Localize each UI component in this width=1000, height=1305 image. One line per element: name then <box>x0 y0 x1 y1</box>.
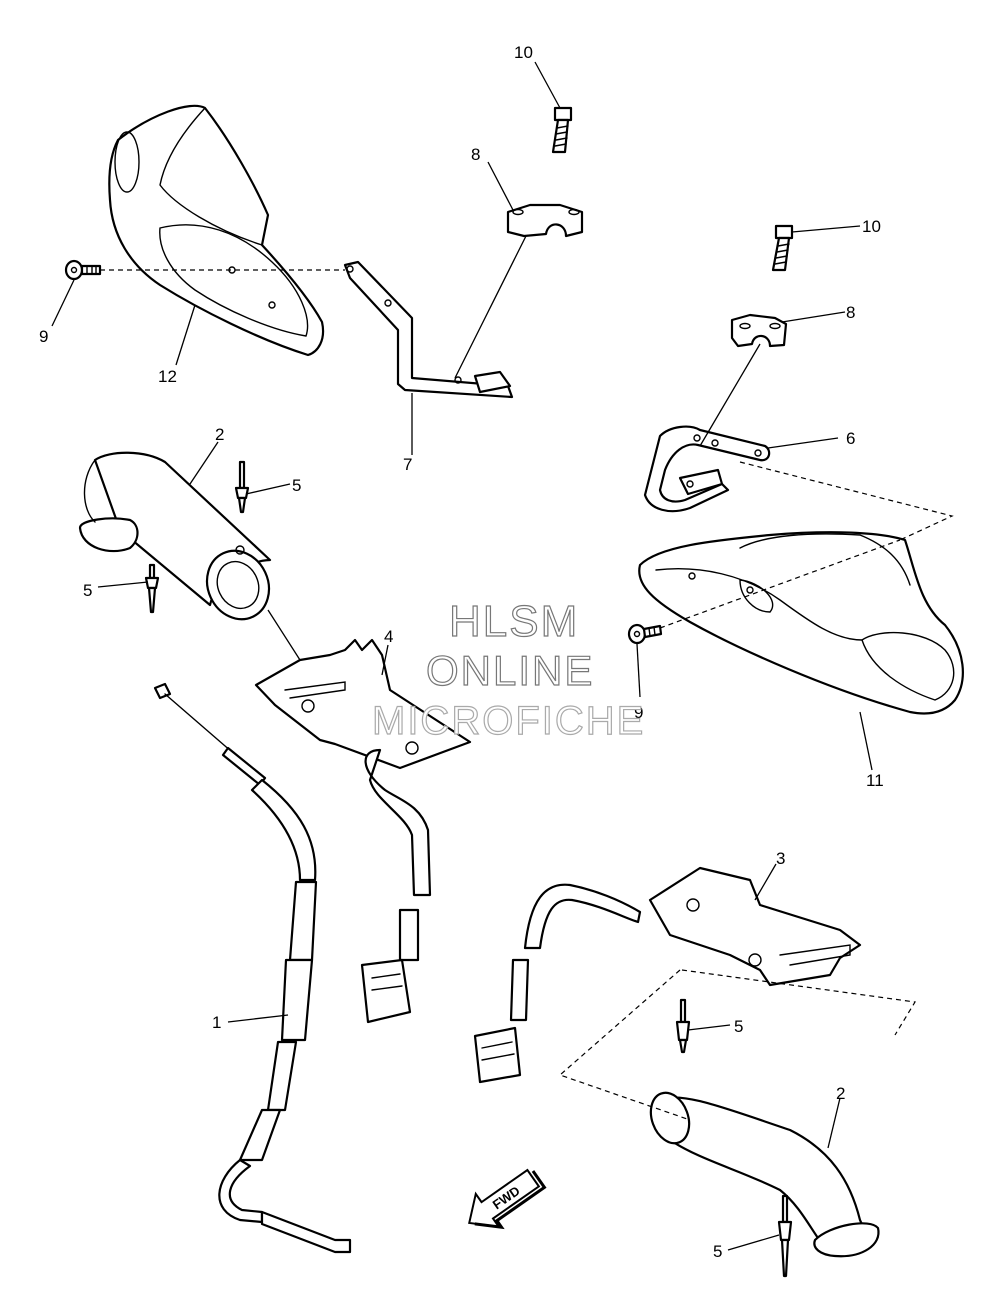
callout-9-right: 9 <box>634 703 643 722</box>
bolt-lower <box>771 224 794 272</box>
hand-guard-left <box>108 104 325 357</box>
callout-6: 6 <box>846 429 855 448</box>
watermark: HLSM ONLINE MICROFICHE <box>371 596 645 743</box>
callout-10-upper: 10 <box>514 43 533 62</box>
callout-9-left: 9 <box>39 327 48 346</box>
handlebar-holder-lower <box>730 313 788 348</box>
callout-2-lower: 2 <box>836 1084 845 1103</box>
rivet-1 <box>234 460 250 514</box>
rivet-4 <box>777 1194 793 1278</box>
callout-1: 1 <box>212 1013 221 1032</box>
callout-7: 7 <box>403 455 412 474</box>
alignment-line-right-screw <box>659 539 901 629</box>
hand-guard-right <box>638 531 964 715</box>
forward-direction-arrow: FWD <box>468 1168 547 1230</box>
leader-lines <box>51 61 873 1251</box>
callout-8-upper: 8 <box>471 145 480 164</box>
callout-10-lower: 10 <box>862 217 881 236</box>
callout-11: 11 <box>866 771 884 790</box>
grip-heater-lower <box>649 1091 880 1258</box>
grip-heater-upper <box>78 451 272 621</box>
heater-element-right <box>473 866 862 1084</box>
rivet-2 <box>144 563 160 614</box>
callout-5-lower-right: 5 <box>734 1017 743 1036</box>
watermark-online: ONLINE <box>426 647 594 694</box>
handlebar-holder-upper <box>506 203 584 238</box>
cable-assembly <box>153 682 352 1254</box>
bracket-right <box>643 425 771 513</box>
callout-3: 3 <box>776 849 785 868</box>
bolt-upper <box>551 106 573 154</box>
rivet-3 <box>675 998 691 1054</box>
callout-2-upper: 2 <box>215 425 224 444</box>
screw-right <box>627 623 663 645</box>
callout-4: 4 <box>384 627 393 646</box>
alignment-line-lower-grip <box>558 969 916 1121</box>
callout-5-upper: 5 <box>292 476 301 495</box>
callout-5-left: 5 <box>83 581 92 600</box>
bracket-left <box>343 260 514 399</box>
watermark-hlsm: HLSM <box>449 597 579 646</box>
callout-12: 12 <box>158 367 177 386</box>
screw-left <box>64 259 102 281</box>
alignment-line-right-bracket <box>739 461 954 541</box>
heater-element-left <box>254 638 472 1024</box>
callout-8-lower: 8 <box>846 303 855 322</box>
callout-5-bottom: 5 <box>713 1242 722 1261</box>
watermark-microfiche: MICROFICHE <box>372 699 645 743</box>
